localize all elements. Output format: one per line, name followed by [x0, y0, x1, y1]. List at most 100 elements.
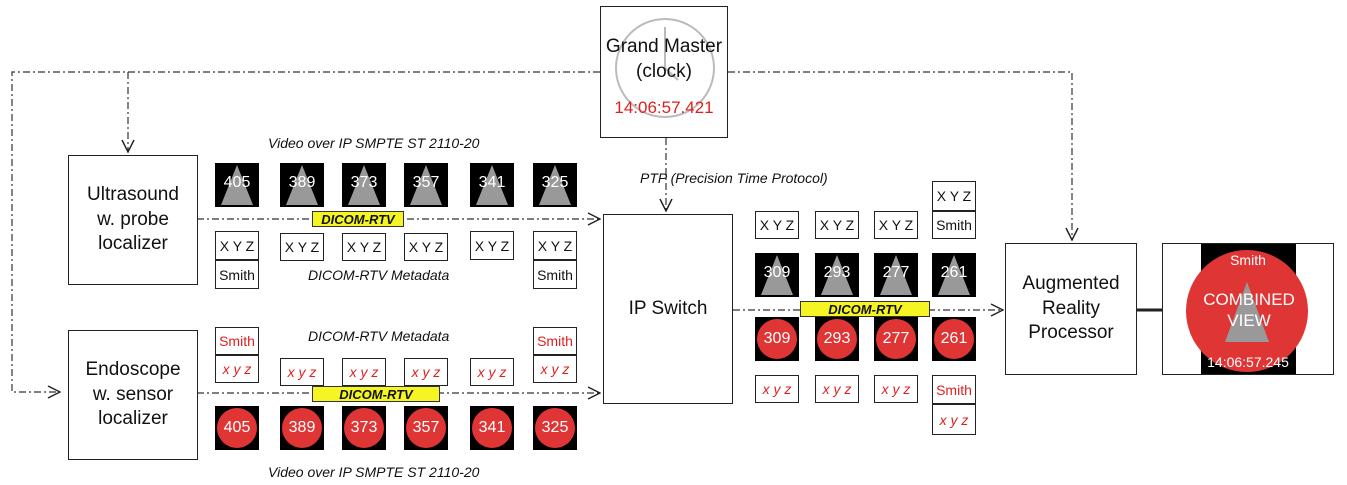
frame-number: 389 — [288, 174, 316, 191]
output-frame-triangle-icon — [821, 255, 853, 295]
frame-number: 373 — [344, 408, 384, 448]
grand-master-clock: Grand Master (clock) 14:06:57.421 — [600, 6, 728, 138]
frame-number: 277 — [882, 264, 910, 281]
ar-processor-box: Augmented Reality Processor — [1005, 243, 1137, 375]
xyz-metadata: x y z — [755, 375, 799, 403]
frame-number: 357 — [406, 408, 446, 448]
frame-number: 405 — [217, 408, 257, 448]
ultrasound-label: Ultrasound w. probe localizer — [87, 183, 179, 255]
endoscope-frame: 341 — [470, 406, 514, 450]
endoscope-label: Endoscope w. sensor localizer — [85, 358, 181, 430]
xyz-metadata: X Y Z — [874, 211, 918, 239]
ultrasound-frame-triangle-icon — [476, 165, 508, 205]
endoscope-frame: 357 — [404, 406, 448, 450]
grand-master-subtitle: (clock) — [636, 60, 692, 82]
combined-view-patient: Smith — [1230, 252, 1266, 268]
clock-face-icon — [615, 18, 715, 118]
combined-view-display: Smith COMBINED VIEW 14:06:57.245 — [1162, 243, 1334, 375]
frame-number: 341 — [472, 408, 512, 448]
frame-number: 357 — [412, 174, 440, 191]
frame-number: 277 — [876, 319, 916, 359]
ultrasound-frame-triangle-icon — [410, 165, 442, 205]
patient-metadata: Smith — [533, 260, 577, 289]
xyz-metadata: x y z — [342, 358, 386, 386]
ar-processor-label: Augmented Reality Processor — [1022, 272, 1120, 344]
frame-number: 261 — [934, 319, 974, 359]
endoscope-frame: 389 — [280, 406, 324, 450]
ultrasound-frame-triangle-icon — [221, 165, 253, 205]
frame-number: 261 — [940, 264, 968, 281]
xyz-metadata: x y z — [533, 355, 577, 383]
ultrasound-video-label: Video over IP SMPTE ST 2110-20 — [268, 135, 480, 151]
endoscope-metadata-label: DICOM-RTV Metadata — [308, 328, 450, 344]
patient-metadata: Smith — [932, 211, 976, 239]
xyz-metadata: X Y Z — [404, 233, 448, 261]
ultrasound-source-box: Ultrasound w. probe localizer — [68, 155, 198, 285]
combined-view-time: 14:06:57.245 — [1207, 354, 1289, 370]
output-dicom-rtv-badge: DICOM-RTV — [800, 301, 930, 317]
xyz-metadata: X Y Z — [533, 231, 577, 260]
output-ultrasound-frame: 309 — [755, 253, 799, 297]
xyz-metadata: X Y Z — [815, 211, 859, 239]
endoscope-frame: 405 — [215, 406, 259, 450]
frame-number: 293 — [823, 264, 851, 281]
endoscope-video-label: Video over IP SMPTE ST 2110-20 — [268, 464, 480, 480]
frame-number: 405 — [223, 174, 251, 191]
patient-metadata: Smith — [533, 327, 577, 355]
patient-metadata: Smith — [932, 375, 976, 404]
output-frame-triangle-icon — [880, 255, 912, 295]
output-frame-triangle-icon — [938, 255, 970, 295]
xyz-metadata: x y z — [280, 358, 324, 386]
xyz-metadata: X Y Z — [215, 231, 259, 260]
combined-view-label: COMBINED VIEW — [1203, 290, 1295, 331]
ultrasound-dicom-rtv-badge: DICOM-RTV — [312, 211, 404, 227]
xyz-metadata: x y z — [470, 358, 514, 386]
frame-number: 309 — [757, 319, 797, 359]
ip-switch-label: IP Switch — [628, 297, 708, 319]
output-endoscope-frame: 261 — [932, 317, 976, 361]
xyz-metadata: x y z — [404, 358, 448, 386]
ultrasound-frame-triangle-icon — [286, 165, 318, 205]
xyz-metadata: X Y Z — [342, 233, 386, 261]
ultrasound-frame: 389 — [280, 163, 324, 207]
endoscope-frame: 325 — [533, 406, 577, 450]
output-endoscope-frame: 293 — [815, 317, 859, 361]
ptp-label: PTP (Precision Time Protocol) — [640, 170, 828, 186]
output-ultrasound-frame: 277 — [874, 253, 918, 297]
output-endoscope-frame: 277 — [874, 317, 918, 361]
output-ultrasound-frame: 261 — [932, 253, 976, 297]
frame-number: 341 — [478, 174, 506, 191]
xyz-metadata: x y z — [932, 404, 976, 435]
frame-number: 373 — [350, 174, 378, 191]
frame-number: 389 — [282, 408, 322, 448]
output-ultrasound-frame: 293 — [815, 253, 859, 297]
ultrasound-frame-triangle-icon — [348, 165, 380, 205]
ultrasound-metadata-label: DICOM-RTV Metadata — [308, 267, 450, 283]
frame-number: 309 — [763, 264, 791, 281]
ultrasound-frame: 373 — [342, 163, 386, 207]
frame-number: 325 — [535, 408, 575, 448]
xyz-metadata: X Y Z — [280, 233, 324, 261]
xyz-metadata: x y z — [874, 375, 918, 403]
ip-switch-box: IP Switch — [603, 214, 733, 404]
endoscope-source-box: Endoscope w. sensor localizer — [68, 330, 198, 460]
endoscope-frame: 373 — [342, 406, 386, 450]
output-endoscope-frame: 309 — [755, 317, 799, 361]
xyz-metadata: x y z — [815, 375, 859, 403]
ultrasound-frame: 405 — [215, 163, 259, 207]
ultrasound-frame-triangle-icon — [539, 165, 571, 205]
xyz-metadata: X Y Z — [755, 211, 799, 239]
grand-master-title: Grand Master — [605, 36, 723, 58]
ultrasound-frame: 341 — [470, 163, 514, 207]
ultrasound-frame: 357 — [404, 163, 448, 207]
output-frame-triangle-icon — [761, 255, 793, 295]
combined-view-triangle-icon — [1225, 282, 1269, 342]
ultrasound-frame: 325 — [533, 163, 577, 207]
xyz-metadata: X Y Z — [932, 181, 976, 211]
frame-number: 325 — [541, 174, 569, 191]
frame-number: 293 — [817, 319, 857, 359]
patient-metadata: Smith — [215, 327, 259, 355]
endoscope-dicom-rtv-badge: DICOM-RTV — [312, 386, 440, 402]
grand-master-time: 14:06:57.421 — [614, 97, 714, 117]
patient-metadata: Smith — [215, 260, 259, 289]
